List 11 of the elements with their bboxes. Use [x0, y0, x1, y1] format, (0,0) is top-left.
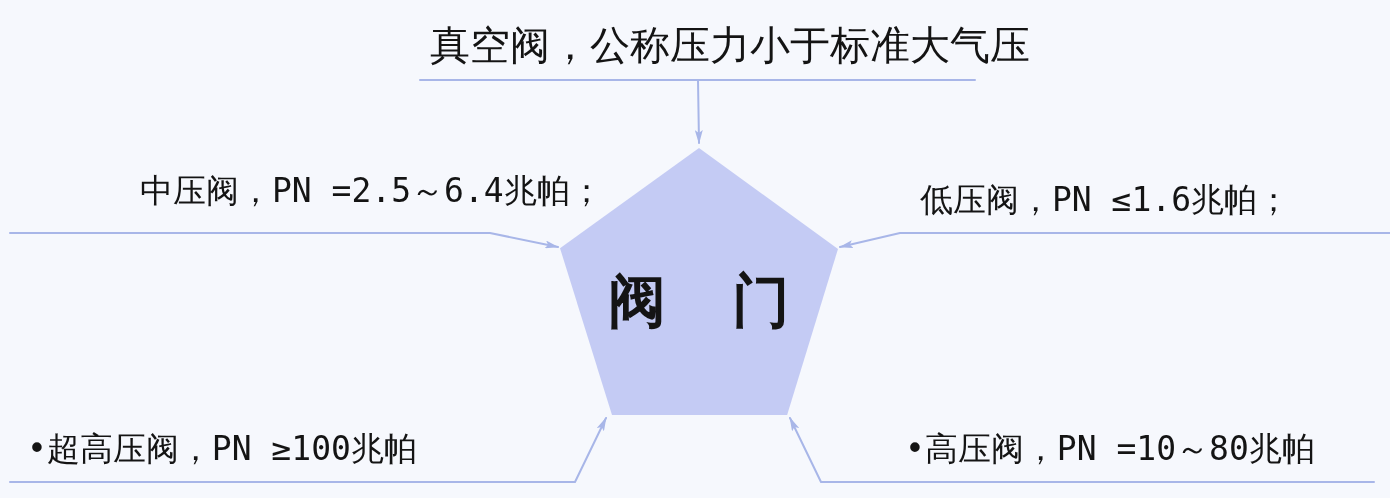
arrow — [789, 417, 1375, 483]
valve-class-label: 真空阀，公称压力小于标准大气压 — [430, 21, 1030, 69]
valve-class-label: 低压阀，PN ≤1.6兆帕； — [920, 180, 1291, 220]
arrow — [9, 417, 607, 483]
valve-class-label: 中压阀，PN =2.5～6.4兆帕； — [140, 171, 603, 211]
valve-class-label: •高压阀，PN =10～80兆帕 — [905, 429, 1315, 469]
center-title: 阀 门 — [607, 267, 791, 337]
arrow — [839, 232, 1390, 248]
valve-class-label: •超高压阀，PN ≥100兆帕 — [27, 429, 417, 469]
arrow — [419, 79, 976, 144]
arrow — [9, 232, 559, 249]
